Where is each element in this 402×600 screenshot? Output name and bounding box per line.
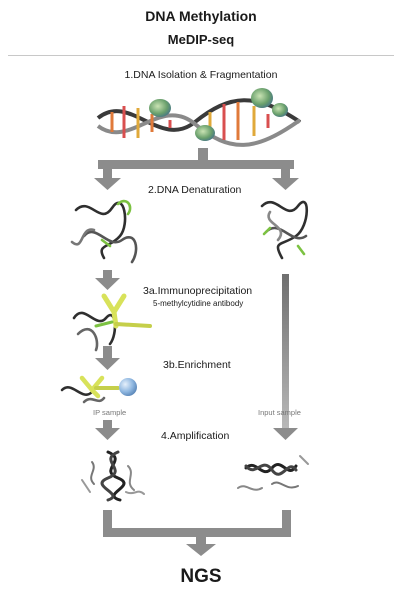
step-denaturation: 2.DNA Denaturation <box>148 184 242 196</box>
title-divider <box>8 55 394 56</box>
arrow-to-enrichment <box>95 346 120 370</box>
arrow-to-amplification-left <box>95 420 120 440</box>
ngs-output-label: NGS <box>180 566 222 587</box>
diagram-subtitle: MeDIP-seq <box>167 32 235 47</box>
ip-sample-label: IP sample <box>93 408 127 417</box>
split-arrow <box>94 148 299 190</box>
amplified-dna-right-icon <box>237 455 309 491</box>
input-sample-label: Input sample <box>258 408 301 417</box>
antibody-label: 5-methylcytidine antibody <box>153 299 244 308</box>
denatured-dna-right-icon <box>260 200 309 260</box>
converge-arrow <box>103 510 291 556</box>
arrow-to-immunoprecipitation <box>95 270 120 290</box>
antibody-binding-icon <box>72 293 152 352</box>
dna-helix-icon <box>96 88 302 147</box>
step-amplification: 4.Amplification <box>161 430 230 442</box>
step-enrichment: 3b.Enrichment <box>163 359 231 371</box>
diagram-title: DNA Methylation <box>145 8 257 24</box>
input-sample-arrow <box>273 274 298 440</box>
denatured-dna-left-icon <box>70 199 138 264</box>
step-immunoprecipitation: 3a.Immunoprecipitation <box>143 285 253 297</box>
amplified-dna-left-icon <box>81 450 145 502</box>
bead-enrichment-icon <box>60 375 137 404</box>
step-isolation: 1.DNA Isolation & Fragmentation <box>124 69 278 81</box>
